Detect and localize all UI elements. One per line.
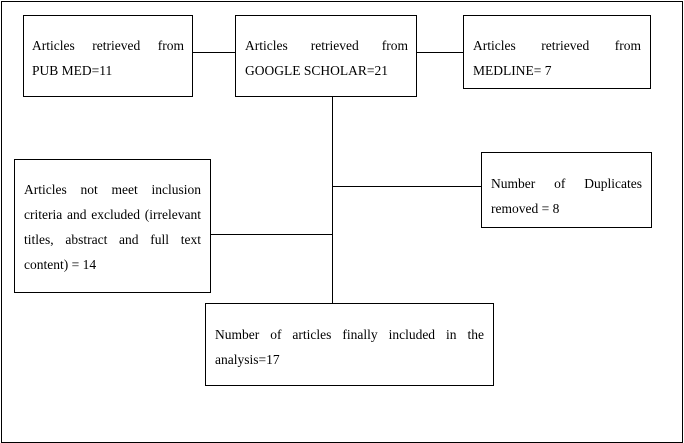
connector-to-duplicates bbox=[332, 186, 482, 187]
connector-pubmed-google bbox=[192, 52, 236, 53]
connector-google-medline bbox=[416, 52, 464, 53]
connector-main-vertical bbox=[332, 96, 333, 303]
duplicates-box: Number of Duplicates removed = 8 bbox=[481, 152, 652, 228]
pubmed-box: Articles retrieved from PUB MED=11 bbox=[23, 15, 193, 97]
included-box: Number of articles finally included in t… bbox=[205, 303, 494, 386]
google-scholar-box: Articles retrieved from GOOGLE SCHOLAR=2… bbox=[235, 15, 417, 97]
connector-to-excluded bbox=[210, 234, 333, 235]
medline-box: Articles retrieved from MEDLINE= 7 bbox=[463, 15, 651, 89]
excluded-box: Articles not meet inclusion criteria and… bbox=[14, 159, 211, 293]
